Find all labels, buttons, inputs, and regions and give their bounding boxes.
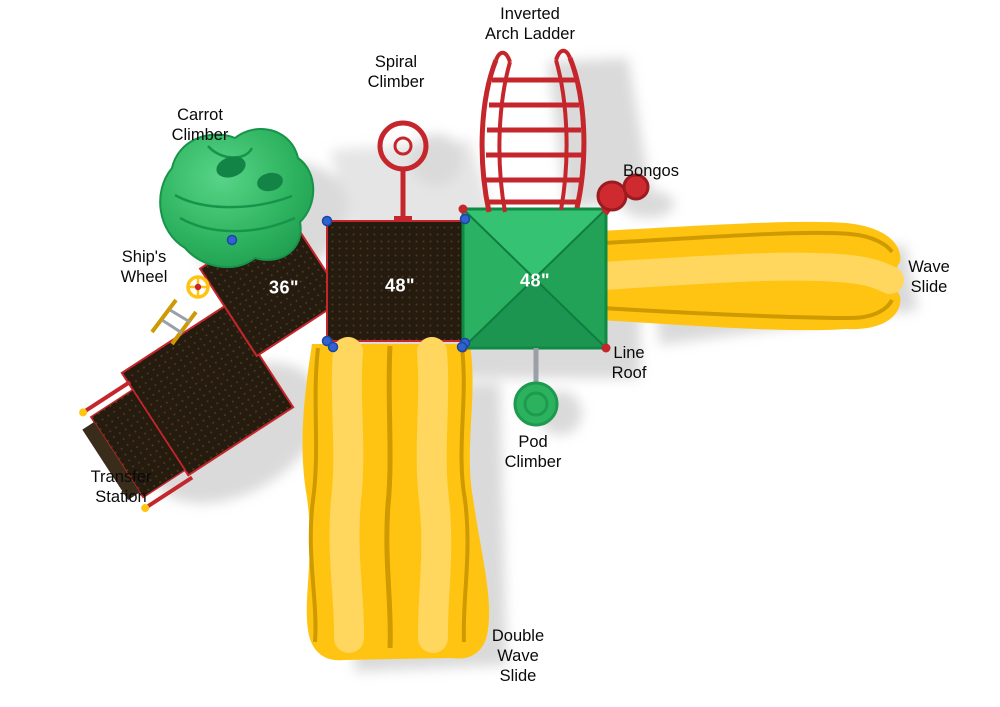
ladder-rail-outer-right [567,57,587,209]
deck-clamps [226,213,471,353]
transfer-handrail-top [83,380,132,413]
pod-climber [513,348,559,427]
roof-triangle-left [463,209,535,348]
roof-triangle-right [534,209,606,348]
clamp-6 [456,341,468,353]
carrot-rib-1 [174,193,293,209]
wave-slide-rail-bottom [601,298,894,321]
label-wave-slide: Wave Slide [908,258,950,297]
transfer-step-end [82,421,140,501]
ships-ladder-rung-2 [161,318,183,335]
double-slide-divider [384,345,393,649]
shadow-ladder [548,58,652,208]
wave-slide [588,221,904,331]
double-wave-slide [302,337,490,661]
double-slide-body [302,344,490,661]
label-pod-climber: Pod Climber [504,433,562,472]
carrot-climber [159,128,315,269]
transfer-post-1 [79,408,88,417]
bongo-drum-2 [622,173,650,201]
double-slide-rail-left [308,347,320,643]
pod-disc-inner [523,391,549,417]
spiral-inner [393,136,413,156]
clamp-2 [321,335,333,347]
roof-triangle-bottom [463,278,606,348]
deck-48-size-label: 48" [384,275,416,296]
roof-post-tl [458,204,468,214]
label-inverted-arch-ladder: Inverted Arch Ladder [485,5,575,44]
ladder-cap-left [494,50,512,63]
label-carrot-climber: Carrot Climber [171,106,229,145]
ladder-cap-right [554,48,572,61]
shadow-spiral [410,134,462,186]
label-spiral-climber: Spiral Climber [367,53,425,92]
ships-wheel [150,275,210,346]
transfer-post-2 [141,504,150,513]
clamp-3 [459,213,471,225]
double-slide-rail-right [459,347,470,643]
inverted-arch-ladder [479,48,587,213]
transfer-station [79,303,295,513]
ladder-rail-outer-left [479,59,499,213]
ships-ladder-rail-1 [150,298,178,334]
pod-disc [513,381,559,427]
carrot-rib-2 [179,216,296,233]
clamp-1 [321,215,333,227]
ships-ladder-rung-1 [169,308,191,324]
ships-ladder-rail-2 [170,310,198,346]
carrot-foothole-2 [257,172,283,192]
label-transfer-station: Transfer Station [90,468,152,507]
label-ships-wheel: Ship's Wheel [120,248,168,287]
ladder-rail-inner-left [497,61,512,213]
bongo-drum-1 [596,180,628,212]
roof-triangle-top [463,209,606,279]
roof-post-br [601,343,611,353]
label-double-wave-slide: Double Wave Slide [491,627,545,686]
wave-slide-rail-top [601,230,894,254]
double-slide-lane-left [329,337,365,653]
clamp-5 [327,341,339,353]
deck-48-surface [326,220,466,342]
bongos [596,173,650,216]
carrot-foothole-1 [216,156,246,178]
line-roof [458,204,611,353]
double-slide-lane-right [416,337,452,653]
deck-36-size-label: 36" [268,277,300,298]
label-bongos: Bongos [623,162,679,180]
ships-wheel-hub [194,283,202,291]
carrot-body [159,128,315,269]
clamp-7 [226,234,238,246]
transfer-handrail-bottom [145,475,194,509]
label-line-roof: Line Roof [611,344,647,383]
roof-ridge-2 [462,208,607,349]
roof-48-size-label: 48" [519,270,551,291]
spiral-climber [377,120,429,220]
spiral-ring [377,120,429,172]
wave-slide-lane [588,252,904,294]
